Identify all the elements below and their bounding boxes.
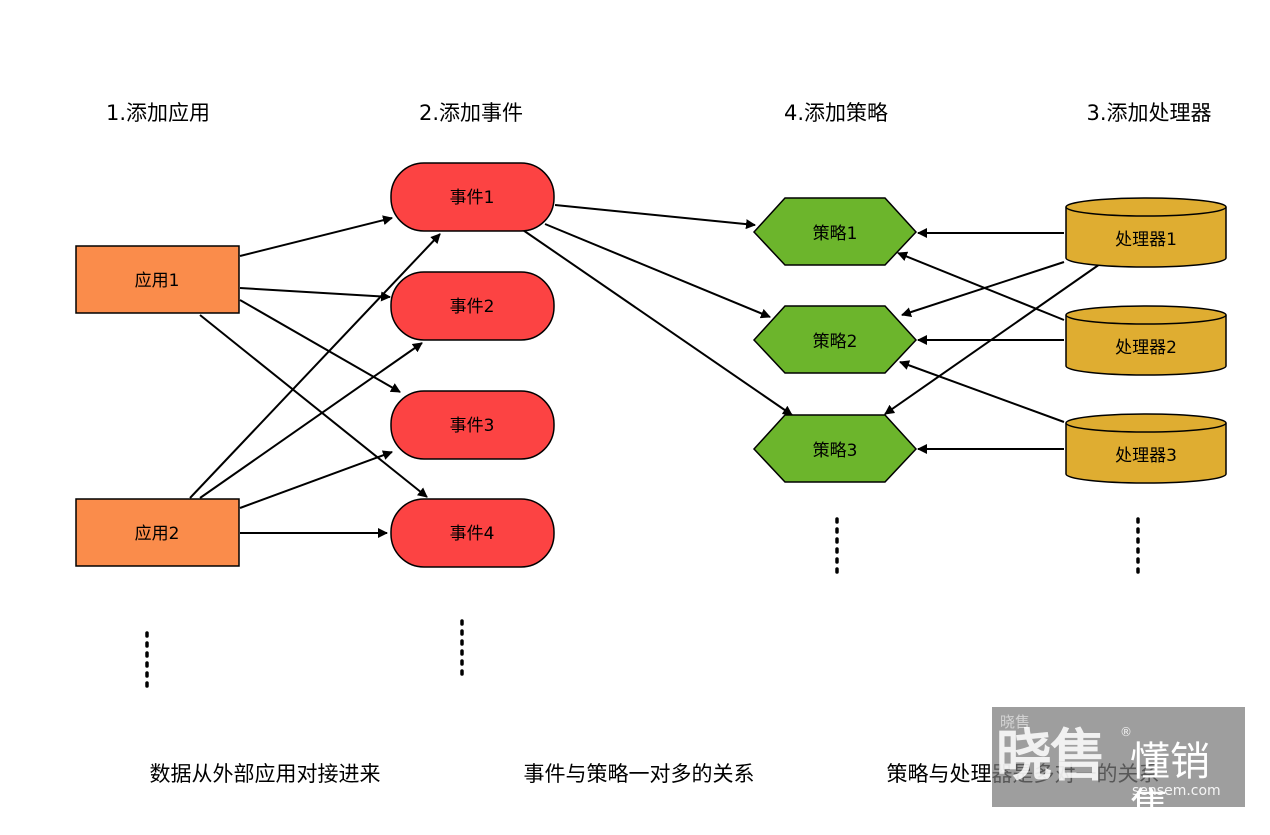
column-title-strategies: 4.添加策略 xyxy=(784,101,888,125)
node-handler3: 处理器3 xyxy=(1065,413,1227,484)
node-event2-label: 事件2 xyxy=(450,297,495,317)
watermark-big-text: 晓售 xyxy=(996,724,1106,789)
node-event4: 事件4 xyxy=(390,498,555,568)
node-handler2-label: 处理器2 xyxy=(1115,338,1177,358)
node-strategy1: 策略1 xyxy=(752,197,918,266)
edge-app2-event2 xyxy=(199,342,423,499)
caption-events: 事件与策略一对多的关系 xyxy=(524,762,755,786)
node-app2-label: 应用2 xyxy=(135,524,180,544)
node-handler1: 处理器1 xyxy=(1065,197,1227,268)
edge-app2-event3 xyxy=(239,450,393,509)
node-handler1-label: 处理器1 xyxy=(1115,230,1177,250)
edge-app1-event2 xyxy=(239,287,391,302)
edge-event1-strategy2 xyxy=(544,223,771,319)
node-event3-label: 事件3 xyxy=(450,416,495,436)
edge-app1-event4 xyxy=(199,314,428,498)
column-title-events: 2.添加事件 xyxy=(419,101,523,125)
caption-apps: 数据从外部应用对接进来 xyxy=(150,762,381,786)
node-app1-label: 应用1 xyxy=(135,271,180,291)
node-event3: 事件3 xyxy=(390,390,555,460)
node-strategy2: 策略2 xyxy=(752,305,918,374)
edge-app1-event3 xyxy=(239,299,401,393)
node-app1: 应用1 xyxy=(75,245,240,314)
edge-handler3-strategy2 xyxy=(899,360,1065,423)
node-event4-label: 事件4 xyxy=(450,524,495,544)
node-handler3-label: 处理器3 xyxy=(1115,446,1177,466)
edge-app1-event1 xyxy=(239,215,393,257)
edge-event1-strategy1 xyxy=(554,204,756,230)
column-title-handlers: 3.添加处理器 xyxy=(1086,101,1211,125)
node-strategy3: 策略3 xyxy=(752,414,918,483)
watermark-small-text: 晓售 xyxy=(1000,713,1031,731)
column-title-apps: 1.添加应用 xyxy=(106,101,210,125)
watermark-brand: 懂销售 xyxy=(1130,739,1210,831)
node-strategy1-label: 策略1 xyxy=(813,224,858,244)
watermark-registered-mark: ® xyxy=(1120,725,1132,739)
edge-handler2-strategy1 xyxy=(897,251,1065,321)
node-strategy3-label: 策略3 xyxy=(813,441,858,461)
watermark-logo: 晓售 晓售 ® 懂销售 sensem.com xyxy=(992,707,1245,831)
edge-app2-event1 xyxy=(189,233,441,499)
node-event1-label: 事件1 xyxy=(450,188,495,208)
watermark-domain: sensem.com xyxy=(1132,783,1221,799)
edge-event1-strategy3 xyxy=(519,227,793,416)
edge-handler1-strategy2 xyxy=(901,261,1065,317)
node-handler2: 处理器2 xyxy=(1065,305,1227,376)
node-event1: 事件1 xyxy=(390,162,555,232)
node-event2: 事件2 xyxy=(390,271,555,341)
node-app2: 应用2 xyxy=(75,498,240,567)
node-strategy2-label: 策略2 xyxy=(813,332,858,352)
